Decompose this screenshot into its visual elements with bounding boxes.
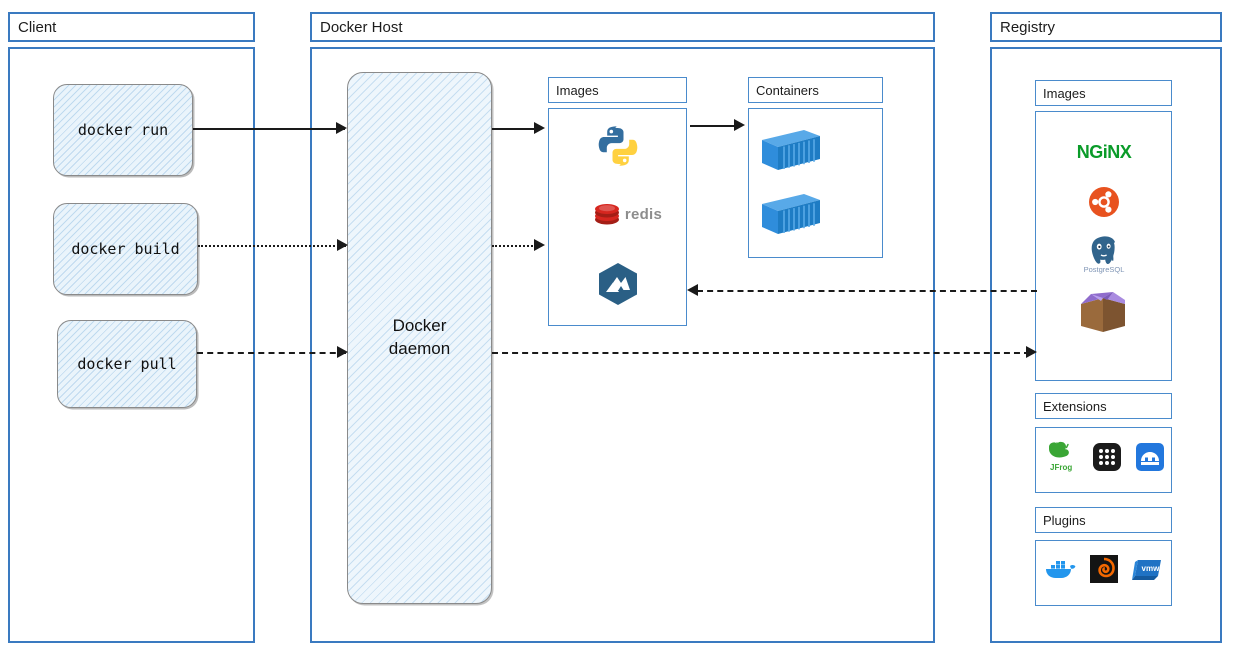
command-docker-run-label: docker run <box>77 121 169 139</box>
connector-pull-to-registry <box>492 352 1030 354</box>
arrowhead-daemon-to-images <box>534 122 545 134</box>
connector-daemon-to-images-build <box>492 245 540 247</box>
redis-logo-label: redis <box>624 205 663 223</box>
container-icon <box>760 190 822 238</box>
redis-logo: redis <box>588 200 668 228</box>
nginx-logo: NGiNX <box>1062 140 1146 164</box>
connector-images-to-containers <box>690 125 740 127</box>
package-box-logo <box>1077 290 1129 336</box>
arrowhead-pull-to-registry <box>1026 346 1037 358</box>
arrowhead-daemon-to-images-build <box>534 239 545 251</box>
host-containers-title-label: Containers <box>756 82 819 98</box>
container-icon <box>760 126 822 174</box>
panel-title-client-label: Client <box>18 18 57 36</box>
host-containers-box <box>748 108 883 258</box>
command-docker-build-label: docker build <box>71 240 180 258</box>
registry-extensions-title: Extensions <box>1035 393 1172 419</box>
ubuntu-logo <box>1088 186 1120 218</box>
python-logo <box>598 125 638 167</box>
arrowhead-pull-to-daemon <box>337 346 348 358</box>
jfrog-logo-label: JFrog <box>1050 463 1073 472</box>
host-images-title: Images <box>548 77 687 103</box>
panel-title-registry: Registry <box>990 12 1222 42</box>
command-docker-pull[interactable]: docker pull <box>57 320 197 408</box>
panel-title-client: Client <box>8 12 255 42</box>
mattermost-logo <box>597 262 639 306</box>
registry-plugins-icons: vmw <box>1036 555 1171 583</box>
connector-build-to-daemon <box>198 245 346 247</box>
arrowhead-images-to-containers <box>734 119 745 131</box>
panel-title-docker-host: Docker Host <box>310 12 935 42</box>
docker-daemon-box[interactable]: Docker daemon <box>347 72 492 604</box>
registry-extensions-title-label: Extensions <box>1043 398 1107 414</box>
host-containers-title: Containers <box>748 77 883 103</box>
connector-daemon-to-images <box>492 128 540 130</box>
arrowhead-registry-to-images <box>687 284 698 296</box>
dot-grid-logo <box>1093 442 1122 471</box>
docker-daemon-label: Docker daemon <box>388 316 451 358</box>
postgresql-logo-label: PostgreSQL <box>1083 264 1125 274</box>
postgresql-logo: PostgreSQL <box>1082 233 1126 275</box>
host-images-title-label: Images <box>556 82 599 98</box>
command-docker-run[interactable]: docker run <box>53 84 193 176</box>
docker-whale-logo <box>1043 556 1077 582</box>
arrowhead-build-to-daemon <box>337 239 348 251</box>
jfrog-logo: JFrog <box>1043 441 1079 472</box>
registry-extensions-box: JFrog <box>1035 427 1172 493</box>
registry-plugins-title-label: Plugins <box>1043 512 1086 528</box>
command-docker-pull-label: docker pull <box>77 355 177 373</box>
nginx-logo-label: NGiNX <box>1076 141 1132 162</box>
disk-usage-logo <box>1135 442 1164 471</box>
vmware-logo-label: vmw <box>1141 564 1160 573</box>
connector-run-to-daemon <box>193 128 345 130</box>
registry-images-title-label: Images <box>1043 85 1086 101</box>
vmware-logo: vmw <box>1131 556 1165 582</box>
command-docker-build[interactable]: docker build <box>53 203 198 295</box>
panel-title-docker-host-label: Docker Host <box>320 18 403 36</box>
arrowhead-run-to-daemon <box>336 122 347 134</box>
connector-pull-to-daemon <box>197 352 346 354</box>
registry-plugins-title: Plugins <box>1035 507 1172 533</box>
registry-plugins-box: vmw <box>1035 540 1172 606</box>
registry-extensions-icons: JFrog <box>1036 441 1171 472</box>
grafana-logo <box>1089 555 1118 583</box>
connector-registry-to-images <box>697 290 1037 292</box>
registry-images-title: Images <box>1035 80 1172 106</box>
panel-title-registry-label: Registry <box>1000 18 1056 36</box>
